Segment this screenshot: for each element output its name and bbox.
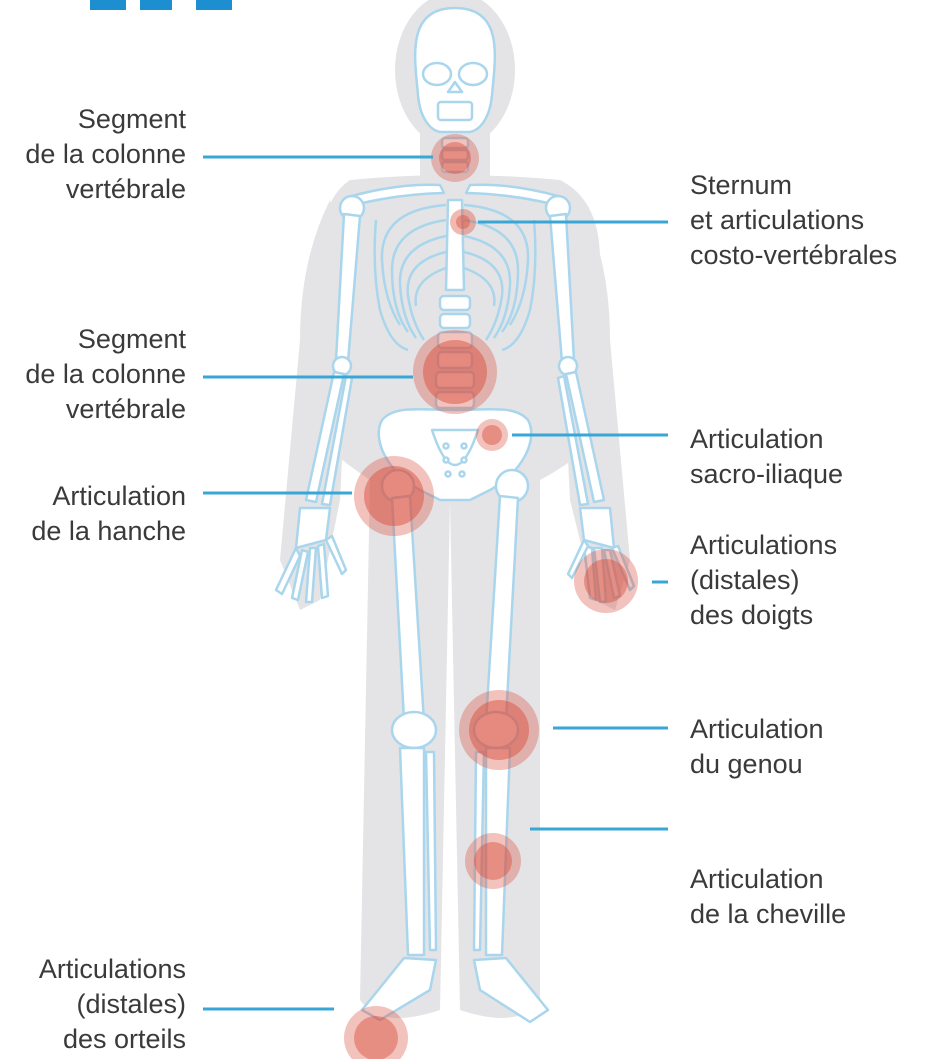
label-line: de la cheville xyxy=(690,897,846,932)
title-fragment xyxy=(90,0,232,10)
label-line: (distales) xyxy=(690,563,837,598)
hotspot-hip xyxy=(354,456,434,536)
hotspot-sternum xyxy=(450,209,476,235)
label-sternum: Sternum et articulations costo-vertébral… xyxy=(690,168,897,273)
label-line: sacro-iliaque xyxy=(690,457,843,492)
label-line: du genou xyxy=(690,747,824,782)
label-line: Articulations xyxy=(39,952,186,987)
label-line: des orteils xyxy=(39,1022,186,1057)
label-line: de la hanche xyxy=(31,514,186,549)
label-finger-joints: Articulations (distales) des doigts xyxy=(690,528,837,633)
label-line: des doigts xyxy=(690,598,837,633)
label-line: Articulation xyxy=(690,422,843,457)
label-line: et articulations xyxy=(690,203,897,238)
hotspot-knee xyxy=(459,690,539,770)
label-knee-joint: Articulation du genou xyxy=(690,712,824,782)
label-cervical-spine: Segment de la colonne vertébrale xyxy=(25,102,186,207)
label-toe-joints: Articulations (distales) des orteils xyxy=(39,952,186,1057)
hotspot-neck-spine xyxy=(431,134,479,182)
label-line: Articulation xyxy=(690,862,846,897)
label-line: vertébrale xyxy=(25,172,186,207)
label-line: vertébrale xyxy=(25,392,186,427)
label-sacroiliac-joint: Articulation sacro-iliaque xyxy=(690,422,843,492)
label-line: de la colonne xyxy=(25,137,186,172)
label-line: Segment xyxy=(25,102,186,137)
label-line: (distales) xyxy=(39,987,186,1022)
label-line: Articulation xyxy=(31,479,186,514)
label-line: costo-vertébrales xyxy=(690,238,897,273)
label-hip-joint: Articulation de la hanche xyxy=(31,479,186,549)
hotspot-ankle xyxy=(465,833,521,889)
hotspot-lumbar-spine xyxy=(413,330,497,414)
label-line: de la colonne xyxy=(25,357,186,392)
label-lumbar-spine: Segment de la colonne vertébrale xyxy=(25,322,186,427)
label-ankle-joint: Articulation de la cheville xyxy=(690,862,846,932)
hotspot-sacroiliac xyxy=(476,419,508,451)
label-line: Articulations xyxy=(690,528,837,563)
label-line: Articulation xyxy=(690,712,824,747)
hotspot-fingers xyxy=(574,549,638,613)
label-line: Segment xyxy=(25,322,186,357)
label-line: Sternum xyxy=(690,168,897,203)
